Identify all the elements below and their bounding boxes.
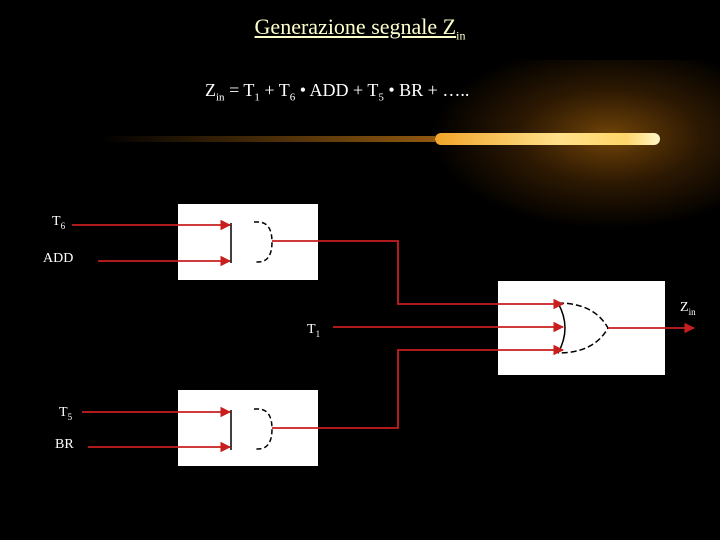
label-t6: T6 [52,214,66,231]
wire-and-top-out [272,240,565,310]
formula: Zin = T1 + T6 • ADD + T5 • BR + ….. [205,80,470,104]
label-add: ADD [43,251,74,266]
decorative-bar-fade [100,136,435,142]
decorative-bar [435,133,660,145]
label-t1: T1 [307,322,321,339]
decorative-glow [430,60,720,230]
wire-and-bottom-out [272,344,565,429]
and-gate-box-top [178,204,318,280]
page-title: Generazione segnale Zin [254,14,466,43]
label-t5: T5 [59,405,73,422]
label-zin: Zin [680,300,696,317]
label-br: BR [55,437,74,452]
